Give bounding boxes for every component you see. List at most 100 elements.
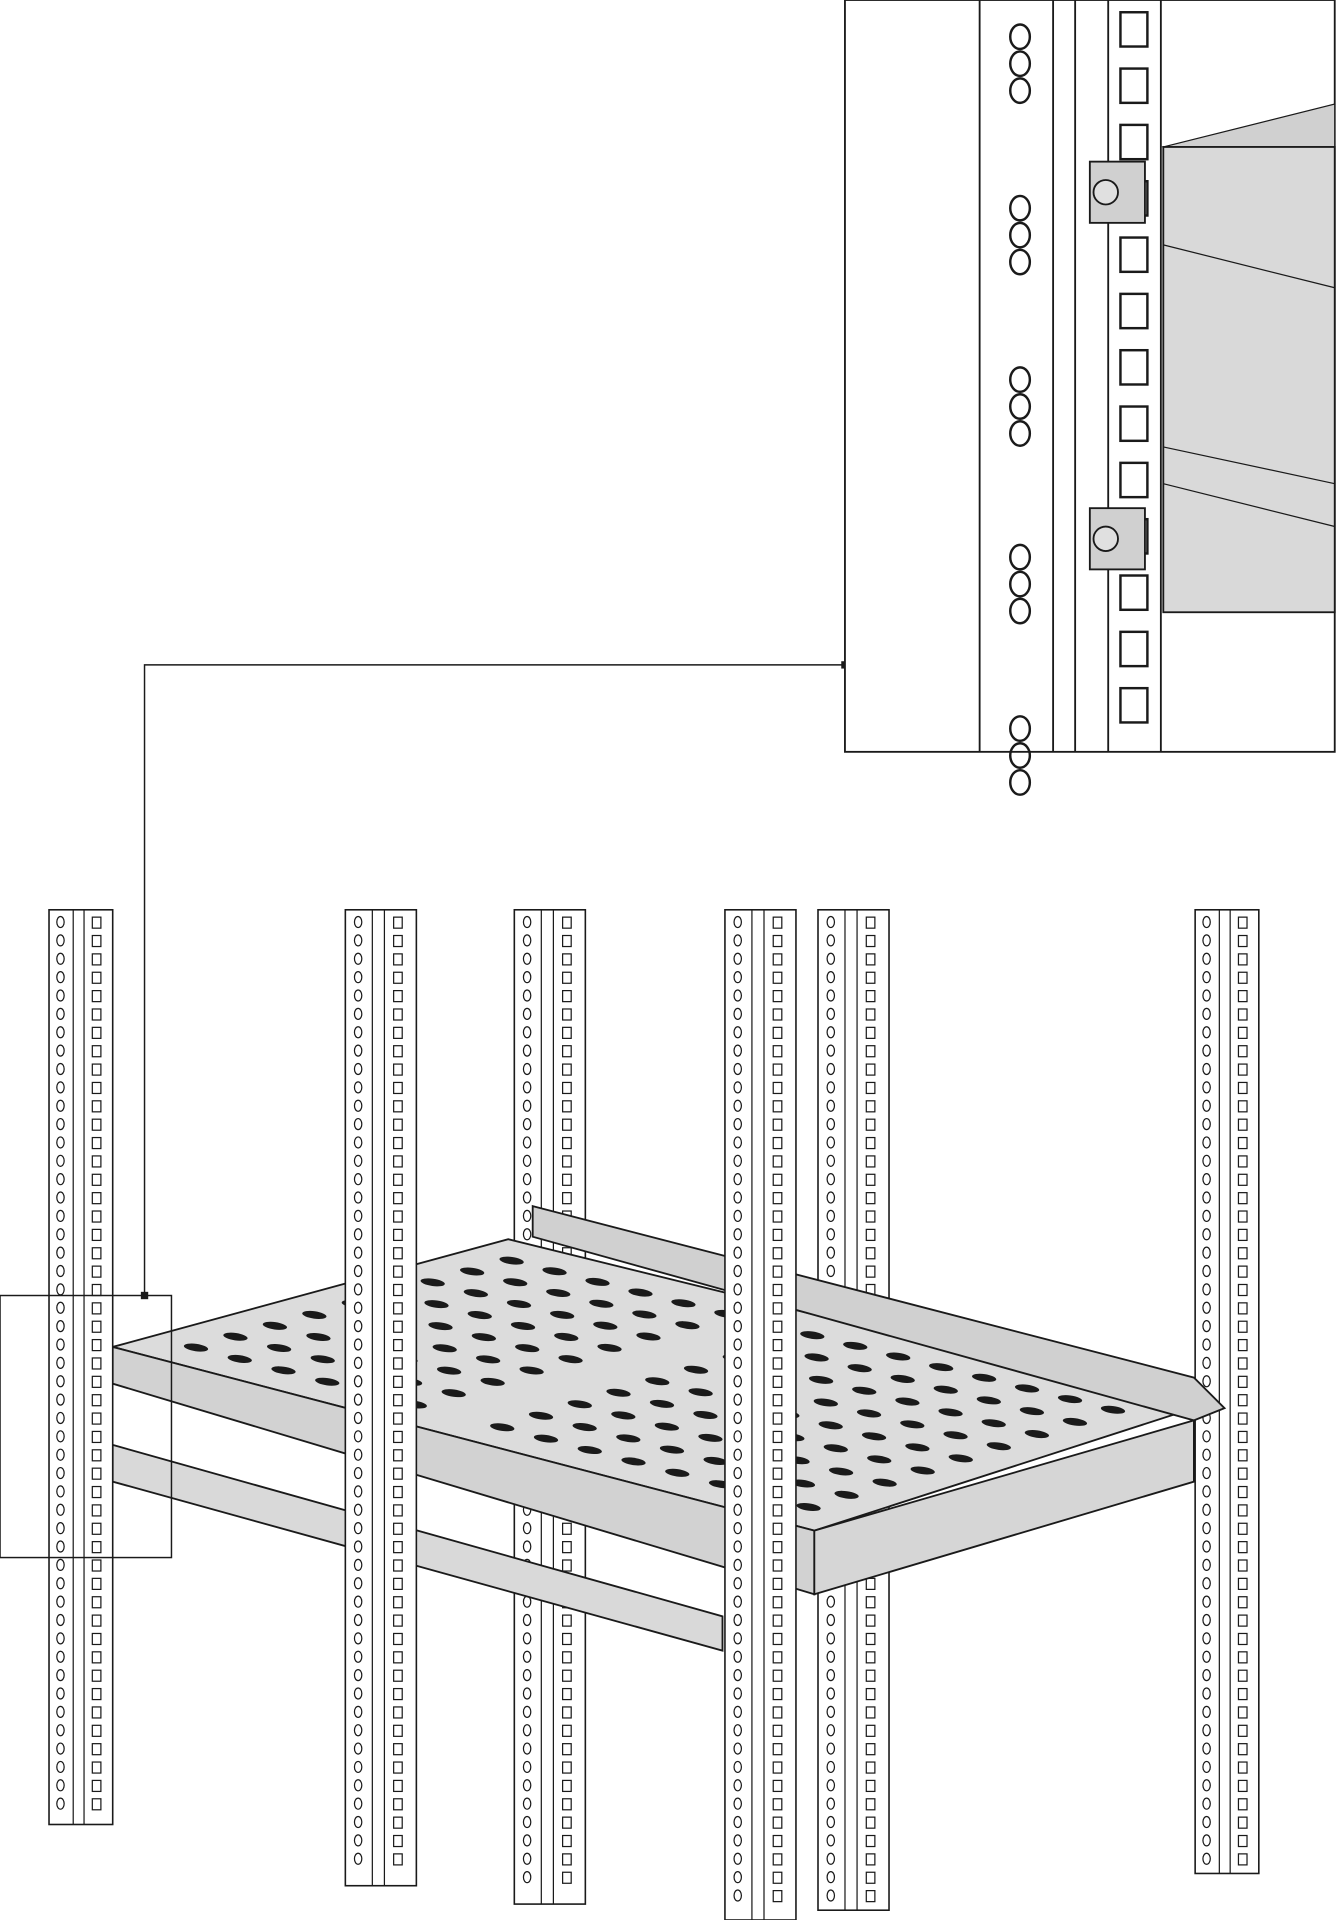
cage-nut-lower <box>1088 507 1146 571</box>
rail-body <box>48 909 114 1826</box>
shelf-side-face <box>813 1419 1195 1596</box>
round-mounting-hole <box>1202 989 1211 1002</box>
square-mounting-hole <box>562 1192 572 1205</box>
ventilation-slot <box>611 1411 636 1420</box>
round-mounting-hole <box>733 1503 743 1516</box>
round-mounting-hole <box>1202 1228 1211 1241</box>
round-mounting-hole <box>733 1687 743 1700</box>
square-mounting-hole <box>91 1081 102 1095</box>
square-mounting-hole <box>393 1614 403 1627</box>
round-mounting-hole <box>353 1393 363 1406</box>
square-mounting-hole <box>772 1228 783 1242</box>
round-mounting-hole <box>522 1760 532 1774</box>
square-mounting-hole <box>1237 1283 1248 1297</box>
round-mounting-hole <box>733 1081 743 1094</box>
square-mounting-hole <box>562 1761 572 1774</box>
square-mounting-hole <box>1237 1541 1248 1554</box>
square-mounting-hole <box>393 1687 403 1701</box>
round-mounting-hole <box>1202 1007 1211 1020</box>
square-mounting-hole <box>91 1173 102 1186</box>
round-mounting-hole <box>353 1173 363 1186</box>
ventilation-slot <box>823 1444 848 1453</box>
ventilation-slot <box>463 1289 488 1298</box>
round-mounting-hole <box>826 1007 836 1020</box>
square-mounting-hole <box>865 1669 876 1682</box>
square-mounting-hole <box>772 1834 783 1848</box>
round-mounting-hole <box>1202 1522 1211 1535</box>
round-mounting-hole <box>353 971 363 984</box>
ventilation-slot <box>867 1455 892 1464</box>
round-mounting-hole <box>1202 1779 1211 1792</box>
ventilation-slot <box>480 1377 505 1386</box>
square-mounting-hole <box>772 1853 783 1866</box>
square-mounting-hole <box>772 1816 783 1829</box>
ventilation-slot <box>948 1454 973 1463</box>
round-mounting-hole <box>522 1117 532 1131</box>
square-mounting-hole <box>865 1118 876 1131</box>
round-mounting-hole <box>1202 1668 1211 1682</box>
round-mounting-hole <box>733 1411 743 1425</box>
inset-shelf-body <box>1162 146 1336 614</box>
ventilation-slot <box>471 1333 497 1342</box>
square-mounting-hole <box>562 1614 572 1627</box>
round-mounting-hole <box>826 1099 836 1112</box>
ventilation-slot <box>688 1388 713 1397</box>
ventilation-slot <box>632 1310 657 1319</box>
square-mounting-hole <box>91 1412 102 1425</box>
round-mounting-hole <box>826 1834 836 1847</box>
round-mounting-hole <box>826 989 836 1002</box>
callout-dot-marker <box>140 1291 149 1300</box>
round-mounting-hole <box>1202 1026 1211 1039</box>
round-mounting-hole <box>56 1522 65 1535</box>
square-mounting-hole <box>562 1541 572 1554</box>
inset-round-hole <box>1009 597 1032 625</box>
square-mounting-hole <box>772 1890 783 1903</box>
ventilation-slot <box>503 1278 528 1287</box>
square-mounting-hole <box>91 1265 102 1278</box>
ventilation-slot <box>790 1479 816 1488</box>
round-mounting-hole <box>826 1209 836 1223</box>
ventilation-slot <box>1100 1405 1126 1414</box>
square-mounting-hole <box>865 1779 876 1793</box>
ventilation-slot <box>558 1355 583 1364</box>
square-mounting-hole <box>772 1192 783 1205</box>
inset-square-hole <box>1119 405 1149 443</box>
square-mounting-hole <box>772 934 783 948</box>
round-mounting-hole <box>56 989 65 1002</box>
inset-square-hole <box>1119 461 1149 499</box>
round-mounting-hole <box>733 1577 743 1590</box>
round-mounting-hole <box>353 1026 363 1039</box>
square-mounting-hole <box>393 1798 403 1811</box>
ventilation-slot <box>890 1374 915 1383</box>
round-mounting-hole <box>733 1209 743 1223</box>
square-mounting-hole <box>562 1651 572 1664</box>
square-mounting-hole <box>865 1890 876 1903</box>
round-mounting-hole <box>826 1117 836 1131</box>
square-mounting-hole <box>393 1302 403 1315</box>
round-mounting-hole <box>733 1356 743 1369</box>
inset-round-hole <box>1009 393 1032 420</box>
ventilation-slot <box>818 1421 843 1430</box>
square-mounting-hole <box>393 1136 403 1150</box>
round-mounting-hole <box>826 1871 836 1884</box>
ventilation-slot <box>542 1267 567 1276</box>
square-mounting-hole <box>91 1026 102 1039</box>
round-mounting-hole <box>56 1246 65 1259</box>
square-mounting-hole <box>1237 1724 1248 1737</box>
round-mounting-hole <box>826 1889 836 1902</box>
round-mounting-hole <box>522 971 532 984</box>
square-mounting-hole <box>865 1798 876 1811</box>
ventilation-slot <box>271 1366 296 1375</box>
round-mounting-hole <box>733 1668 743 1682</box>
round-mounting-hole <box>826 1026 836 1039</box>
square-mounting-hole <box>1237 1228 1248 1242</box>
round-mounting-hole <box>826 1264 836 1278</box>
ventilation-slot <box>306 1333 331 1342</box>
round-mounting-hole <box>353 1411 363 1425</box>
square-mounting-hole <box>393 1375 403 1388</box>
square-mounting-hole <box>393 1192 403 1205</box>
round-mounting-hole <box>353 1228 363 1241</box>
round-mounting-hole <box>522 1705 532 1718</box>
square-mounting-hole <box>865 1871 876 1884</box>
round-mounting-hole <box>1202 1173 1211 1186</box>
